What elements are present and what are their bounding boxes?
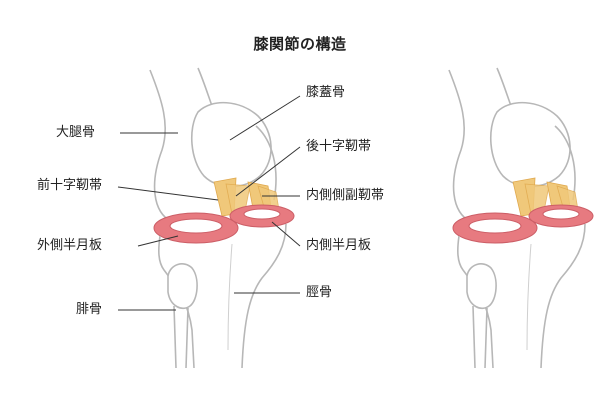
label-fibula: 腓骨 (76, 302, 103, 317)
label-acl: 前十字靭帯 (37, 178, 103, 193)
label-femur: 大腿骨 (56, 125, 96, 140)
leader-lateral-meniscus (137, 235, 179, 247)
leader-acl (117, 186, 219, 201)
label-medial-meniscus: 内側半月板 (306, 238, 372, 253)
leader-patella (229, 95, 301, 141)
label-patella: 膝蓋骨 (306, 85, 346, 100)
label-tibia: 脛骨 (306, 285, 333, 300)
leader-pcl (235, 146, 301, 197)
leader-medial-meniscus (271, 221, 301, 247)
knee-unlabeled (448, 67, 594, 369)
label-pcl: 後十字靭帯 (306, 139, 372, 154)
label-lateral-meniscus: 外側半月板 (37, 238, 103, 253)
diagram-title: 膝関節の構造 (253, 35, 347, 53)
leader-lines (117, 95, 301, 311)
label-mcl: 内側側副靭帯 (306, 188, 385, 203)
